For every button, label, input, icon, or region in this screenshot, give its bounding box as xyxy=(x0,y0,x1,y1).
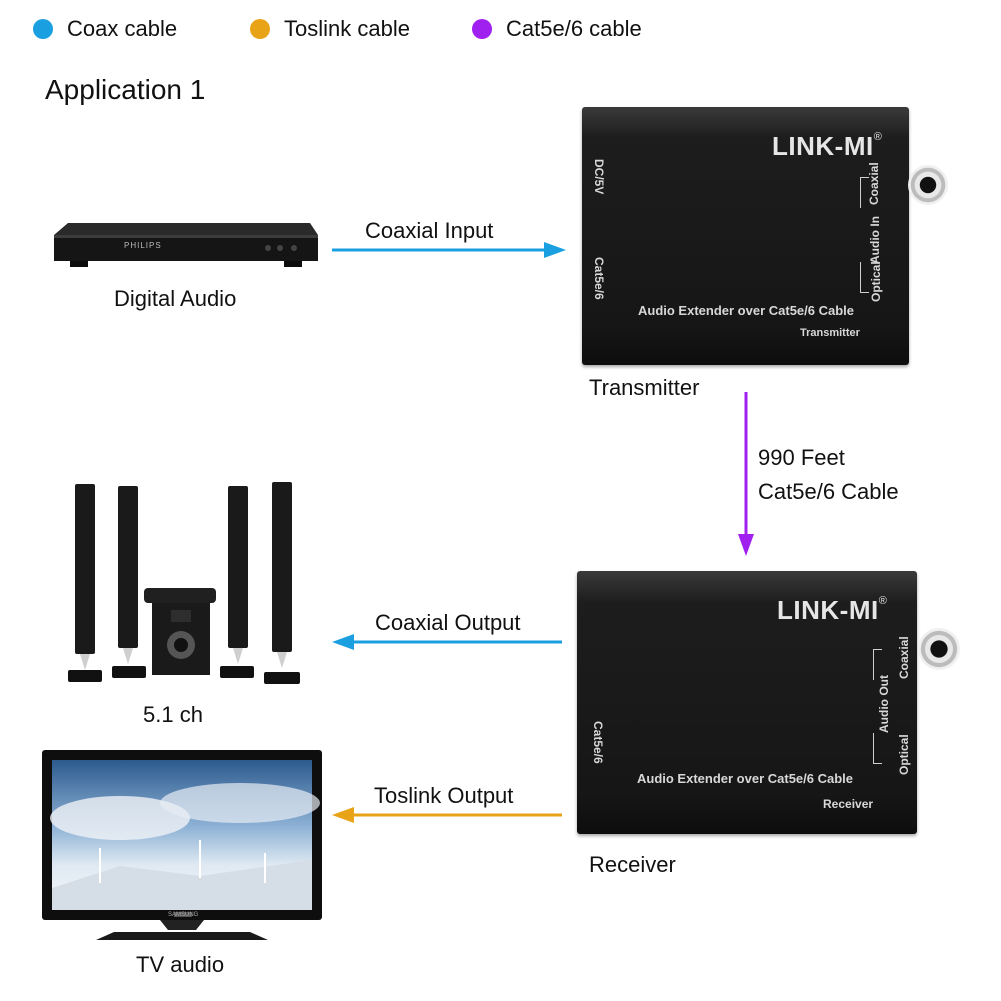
receiver-product-name: Audio Extender over Cat5e/6 Cable xyxy=(637,771,854,786)
transmitter-bracket-bottom xyxy=(860,262,869,293)
tv-label: TV audio xyxy=(136,952,225,977)
receiver-brand: LINK-MI® xyxy=(777,595,888,625)
speaker-system-image xyxy=(68,482,300,684)
receiver-role-label: Receiver xyxy=(823,797,874,811)
transmitter-dc-label: DC/5V xyxy=(592,159,606,195)
transmitter-device: LINK-MI® DC/5V Cat5e/6 Coaxial Optical A… xyxy=(582,107,909,365)
receiver-device: LINK-MI® Cat5e/6 Coaxial Optical Audio O… xyxy=(577,571,917,834)
legend-cat-label: Cat5e/6 cable xyxy=(506,16,642,41)
legend-cat: Cat5e/6 cable xyxy=(472,14,642,44)
toslink-output-arrow xyxy=(332,807,562,823)
transmitter-coaxial-label: Coaxial xyxy=(867,162,881,205)
coaxial-input-arrow xyxy=(332,242,566,258)
receiver-cat-label: Cat5e/6 xyxy=(591,721,605,764)
transmitter-brand: LINK-MI® xyxy=(772,131,883,161)
coaxial-output-arrow xyxy=(332,634,562,650)
transmitter-cat-label: Cat5e/6 xyxy=(592,257,606,300)
legend-coax: Coax cable xyxy=(33,14,177,44)
tv-image xyxy=(42,750,322,940)
cat-cable-arrow xyxy=(738,392,754,556)
receiver-bracket-top xyxy=(873,649,882,680)
coaxial-output-label: Coaxial Output xyxy=(375,610,521,635)
cable-distance-label: 990 Feet xyxy=(758,445,845,470)
transmitter-bracket-top xyxy=(860,177,869,208)
transmitter-audio-in-label: Audio In xyxy=(868,216,882,264)
transmitter-caption: Transmitter xyxy=(589,375,700,400)
transmitter-coaxial-jack xyxy=(908,165,948,205)
toslink-color-dot xyxy=(250,19,270,39)
receiver-coaxial-label: Coaxial xyxy=(897,636,911,679)
coaxial-input-label: Coaxial Input xyxy=(365,218,494,243)
coax-color-dot xyxy=(33,19,53,39)
receiver-optical-label: Optical xyxy=(897,734,911,775)
dvd-label: Digital Audio xyxy=(114,286,237,311)
receiver-coaxial-jack xyxy=(918,628,960,670)
legend-coax-label: Coax cable xyxy=(67,16,178,41)
transmitter-product-name: Audio Extender over Cat5e/6 Cable xyxy=(638,303,855,318)
cat-color-dot xyxy=(472,19,492,39)
receiver-audio-out-label: Audio Out xyxy=(877,675,891,733)
receiver-bracket-bottom xyxy=(873,733,882,764)
receiver-caption: Receiver xyxy=(589,852,676,877)
dvd-brand: PHILIPS xyxy=(124,241,162,250)
toslink-output-label: Toslink Output xyxy=(374,783,514,808)
tv-brand: SAMSUNG xyxy=(168,912,199,918)
speakers-label: 5.1 ch xyxy=(143,702,203,727)
legend-toslink: Toslink cable xyxy=(250,14,410,44)
legend-toslink-label: Toslink cable xyxy=(284,16,410,41)
transmitter-role-label: Transmitter xyxy=(800,327,860,339)
cable-type-label: Cat5e/6 Cable xyxy=(758,479,899,504)
page-title: Application 1 xyxy=(45,74,206,105)
dvd-player-image xyxy=(54,223,318,267)
transmitter-optical-label: Optical xyxy=(869,261,883,302)
